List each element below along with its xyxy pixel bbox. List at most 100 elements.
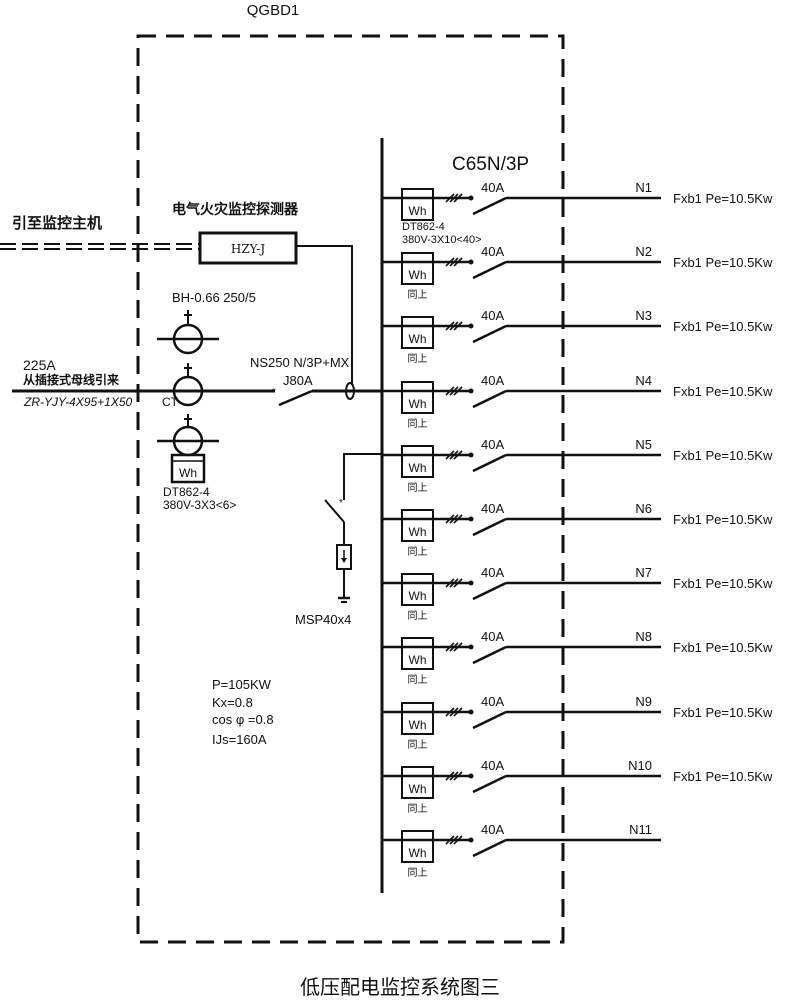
branch-load: Fxb1 Pe=10.5Kw	[673, 319, 773, 334]
three-phase-mark	[449, 450, 459, 460]
branch-meter-symbol: Wh	[409, 332, 427, 346]
branch-same-as-above: 同上	[408, 610, 428, 622]
surge-feed-line	[343, 453, 382, 500]
three-phase-mark	[453, 257, 463, 267]
branch-meter-symbol: Wh	[409, 846, 427, 860]
branch-rating: 40A	[481, 822, 504, 837]
main-breaker-model: NS250 N/3P+MX	[250, 355, 350, 370]
branch-contact-dot	[468, 195, 474, 201]
three-phase-mark	[445, 642, 455, 652]
branch-breaker-contact	[472, 196, 507, 216]
branch-rating: 40A	[481, 629, 504, 644]
branch-meter-symbol: Wh	[409, 461, 427, 475]
branch-id: N11	[629, 822, 652, 837]
branch-contact-dot	[468, 580, 474, 586]
branch-load: Fxb1 Pe=10.5Kw	[673, 191, 773, 206]
three-phase-mark	[453, 450, 463, 460]
incoming-source: 从插接式母线引来	[23, 372, 120, 387]
main-breaker-contact	[278, 389, 313, 407]
branch-breaker-contact	[472, 645, 507, 665]
branch-id: N7	[635, 565, 652, 580]
branch-rating: 40A	[481, 308, 504, 323]
branch-meter-box	[401, 766, 434, 799]
three-phase-mark	[449, 321, 459, 331]
branch-meter-box	[401, 381, 434, 414]
incoming-meter-symbol: Wh	[179, 466, 197, 480]
branch-load: Fxb1 Pe=10.5Kw	[673, 448, 773, 463]
branch-contact-dot	[468, 323, 474, 329]
branch-breaker-contact	[472, 389, 507, 409]
branch-same-as-above: 同上	[408, 867, 428, 879]
three-phase-mark	[453, 578, 463, 588]
branch-circuit: Wh 40A N11 同上	[382, 822, 661, 879]
branch-meter-model: DT862-4	[402, 221, 445, 233]
branch-rating: 40A	[481, 180, 504, 195]
branch-rating: 40A	[481, 437, 504, 452]
three-phase-mark	[445, 514, 455, 524]
branch-contact-dot	[468, 388, 474, 394]
three-phase-mark	[445, 257, 455, 267]
branch-contact-dot	[468, 837, 474, 843]
branch-meter-box	[401, 702, 434, 735]
three-phase-mark	[449, 386, 459, 396]
branch-breaker-contact	[472, 774, 507, 794]
main-breaker-rating: J80A	[283, 373, 313, 388]
branch-rating: 40A	[481, 244, 504, 259]
branch-meter-symbol: Wh	[409, 204, 427, 218]
branch-meter-symbol: Wh	[409, 589, 427, 603]
branch-meter-box	[401, 445, 434, 478]
three-phase-mark	[445, 450, 455, 460]
branch-contact-dot	[468, 773, 474, 779]
branch-meter-symbol: Wh	[409, 397, 427, 411]
three-phase-mark	[445, 321, 455, 331]
branch-meter-symbol: Wh	[409, 718, 427, 732]
load-cos: cos φ =0.8	[212, 712, 274, 727]
branch-id: N1	[635, 180, 652, 195]
branch-breaker-contact	[472, 581, 507, 601]
branch-meter-symbol: Wh	[409, 782, 427, 796]
branch-meter-box	[401, 573, 434, 606]
branch-breaker-contact	[472, 260, 507, 280]
branch-breaker-contact	[472, 453, 507, 473]
branch-breaker-contact	[472, 324, 507, 344]
load-power: P=105KW	[212, 677, 272, 692]
three-phase-mark	[453, 835, 463, 845]
incoming-meter-spec: 380V-3X3<6>	[163, 498, 236, 512]
three-phase-mark	[449, 514, 459, 524]
panel-name: QGBD1	[247, 2, 300, 19]
branch-same-as-above: 同上	[408, 674, 428, 686]
branch-same-as-above: 同上	[408, 803, 428, 815]
branch-id: N10	[628, 758, 652, 773]
branch-same-as-above: 同上	[408, 482, 428, 494]
three-phase-mark	[449, 642, 459, 652]
branch-rating: 40A	[481, 694, 504, 709]
detector-label: 电气火灾监控探测器	[172, 201, 299, 218]
branch-same-as-above: 同上	[408, 353, 428, 365]
branch-load: Fxb1 Pe=10.5Kw	[673, 512, 773, 527]
branch-load: Fxb1 Pe=10.5Kw	[673, 384, 773, 399]
branch-meter-symbol: Wh	[409, 525, 427, 539]
branch-meter-symbol: Wh	[409, 268, 427, 282]
branch-rating: 40A	[481, 758, 504, 773]
branch-same-as-above: 同上	[408, 546, 428, 558]
three-phase-mark	[453, 386, 463, 396]
three-phase-mark	[445, 707, 455, 717]
branch-same-as-above: 同上	[408, 739, 428, 751]
surge-label: MSP40x4	[295, 612, 351, 627]
diagram-caption: 低压配电监控系统图三	[300, 975, 500, 999]
current-transformer-icon	[157, 414, 219, 457]
three-phase-mark	[445, 386, 455, 396]
branch-meter-box	[401, 188, 434, 221]
branch-breaker-contact	[472, 517, 507, 537]
three-phase-mark	[449, 835, 459, 845]
three-phase-mark	[445, 578, 455, 588]
branch-meter-spec: 380V-3X10<40>	[402, 234, 482, 246]
branch-contact-dot	[468, 709, 474, 715]
monitor-link-label: 引至监控主机	[12, 214, 102, 232]
